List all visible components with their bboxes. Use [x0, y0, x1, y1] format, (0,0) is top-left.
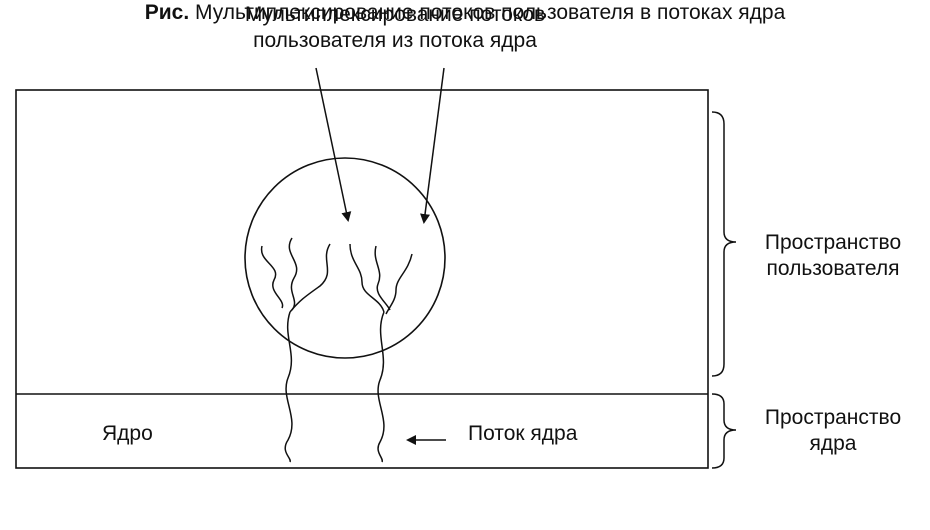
user-thread-3	[289, 243, 331, 313]
user-threads	[260, 237, 413, 315]
process-circle	[244, 157, 446, 359]
annotation-arrow-2	[420, 67, 445, 224]
caption-prefix: Рис.	[144, 1, 190, 24]
kernel-space-label-line1: Пространство	[764, 406, 902, 429]
user-thread-6	[385, 253, 413, 315]
kernel-space-brace	[711, 393, 737, 469]
kernel-space-label: Пространство ядра	[742, 405, 924, 457]
multiplexing-annotation: Мультиплексирование потоков пользователя…	[180, 2, 610, 54]
multiplexing-annotation-line2: пользователя из потока ядра	[253, 29, 537, 52]
multiplexing-annotation-line1: Мультиплексирование потоков	[244, 3, 546, 26]
user-space-label-line1: Пространство	[764, 231, 902, 254]
figure-caption: Рис. Мультиплексирование потоков пользов…	[0, 0, 930, 26]
user-space-label: Пространство пользователя	[742, 230, 924, 282]
kernel-label: Ядро	[102, 422, 153, 445]
user-space-label-line2: пользователя	[766, 257, 900, 280]
kernel-space-label-line2: ядра	[809, 432, 857, 455]
caption-text: Мультиплексирование потоков пользователя…	[195, 1, 786, 24]
annotation-arrow-1	[315, 67, 352, 222]
kernel-thread-2	[377, 311, 385, 463]
user-space-brace	[711, 111, 737, 377]
user-thread-2	[288, 237, 298, 311]
kernel-thread-1	[284, 311, 293, 463]
kernel-threads	[284, 311, 385, 463]
user-thread-5	[374, 245, 391, 311]
user-thread-1	[260, 245, 284, 309]
address-space-box	[15, 89, 709, 469]
kernel-thread-label: Поток ядра	[468, 422, 578, 445]
user-thread-4	[349, 243, 385, 313]
